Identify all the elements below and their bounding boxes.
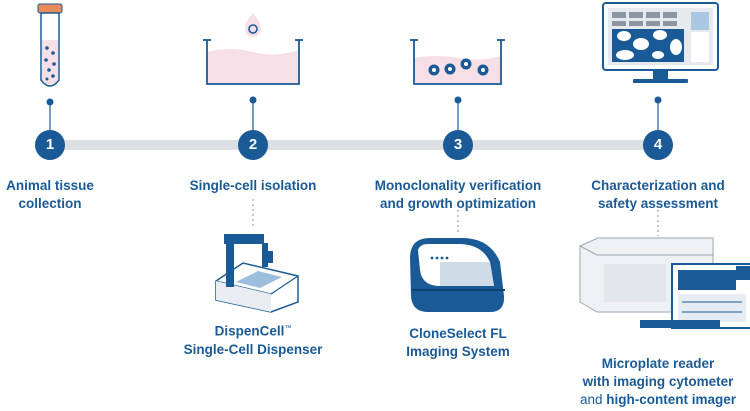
cloneselect-caption-line1: CloneSelect FL (409, 326, 507, 341)
step-4-label-line2: safety assessment (597, 196, 719, 211)
microplate-reader-instrument (579, 237, 750, 329)
monitor-icon (602, 2, 719, 83)
timeline-stems (49, 100, 659, 132)
dispencell-instrument (215, 234, 299, 313)
instrument-connectors (252, 199, 659, 236)
reader-caption: Microplate reader with imaging cytometer… (566, 355, 750, 409)
step-4-label-line1: Characterization and (591, 178, 725, 193)
cloneselect-caption-line2: Imaging System (406, 344, 510, 359)
step-1-label-line1: Animal tissue (6, 178, 94, 193)
cloneselect-instrument (410, 238, 505, 312)
timeline-bar (50, 140, 658, 150)
reader-caption-line1: Microplate reader (601, 356, 715, 371)
droplet-icon (245, 13, 261, 37)
reader-caption-line3-regular: and (579, 392, 607, 407)
step-2-label-line1: Single-cell isolation (189, 178, 317, 193)
cloneselect-caption: CloneSelect FL Imaging System (368, 325, 548, 361)
trademark-mark: ™ (284, 325, 292, 332)
reader-caption-line3: and high-content imager (566, 391, 750, 409)
step-3-label: Monoclonality verification and growth op… (350, 177, 566, 213)
step-3-badge: 3 (443, 130, 473, 160)
reader-caption-line3-bold: high-content imager (606, 392, 737, 407)
step-1-label: Animal tissue collection (0, 177, 100, 213)
dispencell-caption: DispenCell™ Single-Cell Dispenser (163, 320, 343, 359)
step-2-label: Single-cell isolation (163, 177, 343, 195)
reader-caption-line2: with imaging cytometer (582, 374, 734, 389)
step-1-label-line2: collection (18, 196, 82, 211)
step-4-label: Characterization and safety assessment (570, 177, 746, 213)
step-4-badge: 4 (643, 130, 673, 160)
dish-icon (203, 39, 303, 85)
timeline-stem-dots (46, 96, 662, 106)
test-tube-icon (37, 3, 63, 87)
colony-dish-icon (410, 39, 505, 85)
step-3-label-line2: and growth optimization (380, 196, 536, 211)
step-3-label-line1: Monoclonality verification (374, 178, 542, 193)
dispencell-caption-line2: Single-Cell Dispenser (183, 341, 323, 357)
dispencell-caption-line1: DispenCell™ (214, 323, 292, 339)
step-1-badge: 1 (35, 130, 65, 160)
step-2-badge: 2 (238, 130, 268, 160)
